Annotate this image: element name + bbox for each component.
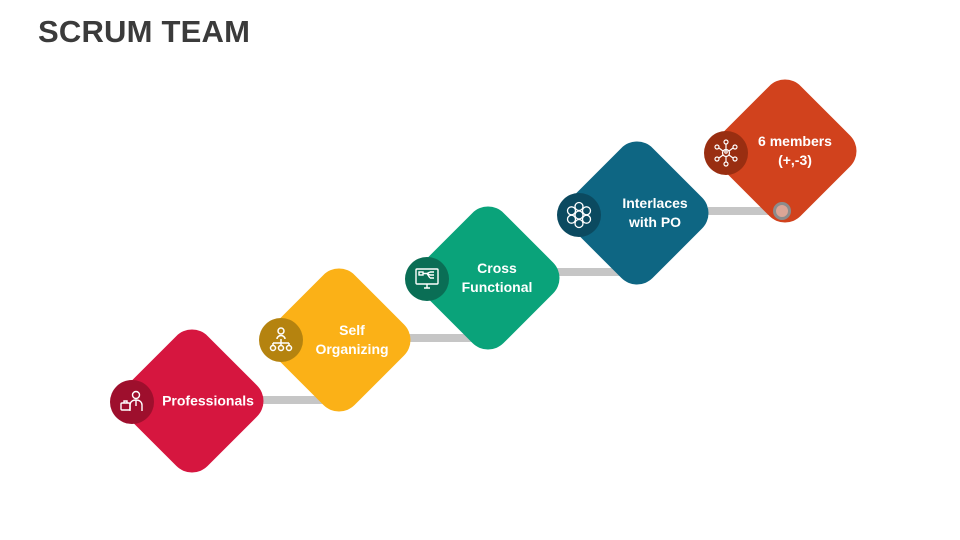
step-label-professionals: Professionals	[162, 392, 254, 409]
connector-3	[556, 268, 632, 276]
step-label-6-members: 6 members (+,-3)	[758, 133, 832, 168]
step-dot-6-members	[773, 202, 791, 220]
step-label-cross-functional: Cross Functional	[461, 260, 533, 295]
hierarchy-icon	[269, 327, 293, 352]
network-circles-icon	[566, 201, 592, 229]
step-icon-circle-professionals	[110, 380, 154, 424]
step-icon-circle-self-organizing	[259, 318, 303, 362]
step-icon-circle-interlaces-with-po	[557, 193, 601, 237]
team-network-icon	[714, 139, 738, 167]
step-icon-circle-6-members	[704, 131, 748, 175]
connector-2	[408, 334, 480, 342]
connector-4	[708, 207, 780, 215]
step-label-self-organizing: Self Organizing	[315, 322, 389, 357]
step-label-interlaces-with-po: Interlaces with PO	[622, 195, 688, 230]
step-icon-circle-cross-functional	[405, 257, 449, 301]
monitor-flow-icon	[415, 268, 439, 289]
professionals-icon	[120, 390, 143, 411]
page-title: SCRUM TEAM	[38, 14, 251, 49]
connector-1	[258, 396, 338, 404]
